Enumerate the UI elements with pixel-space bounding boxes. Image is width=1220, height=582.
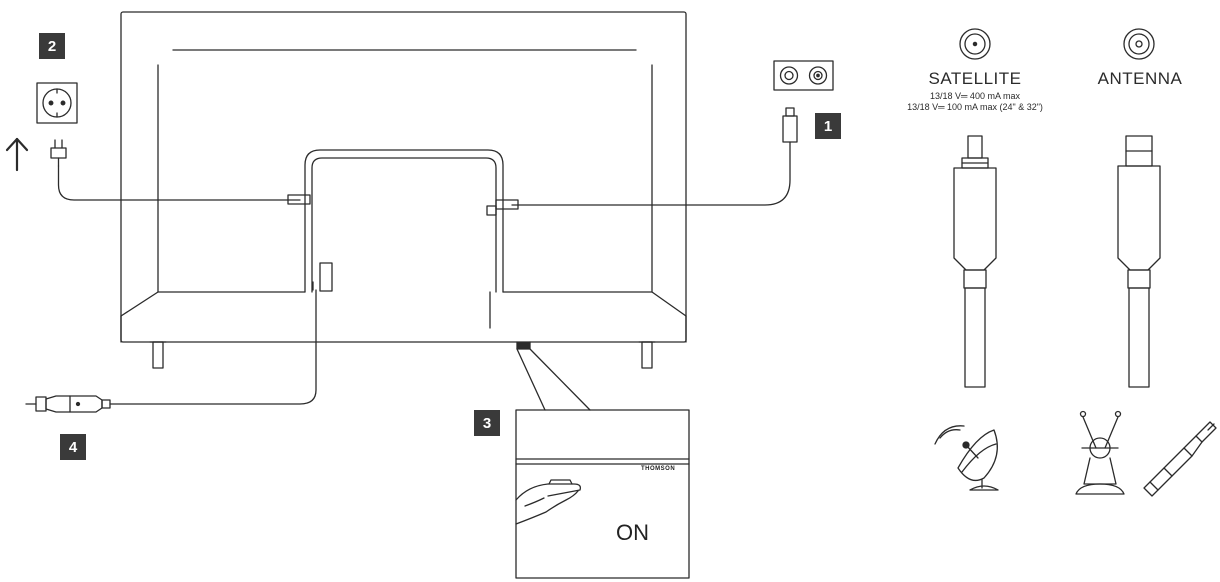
- antenna-plug-icon: [1117, 135, 1161, 388]
- power-cable: [57, 165, 301, 201]
- satellite-socket-icon: [959, 28, 991, 60]
- zoom-callout: [515, 348, 690, 579]
- coax-plug-icon: [511, 107, 798, 206]
- satellite-dish-icon: [934, 425, 999, 491]
- power-on-label: ON: [616, 520, 649, 545]
- step-badge-1: 1: [815, 113, 841, 139]
- antenna-socket-icon: [1123, 28, 1155, 60]
- satellite-f-plug-icon: [953, 135, 997, 388]
- arrow-up-icon: [5, 137, 29, 172]
- car-adapter-icon: [25, 395, 111, 413]
- step-badge-3: 3: [474, 410, 500, 436]
- power-plug-icon: [50, 139, 67, 167]
- antenna-connector: [495, 199, 519, 210]
- satellite-label: SATELLITE: [928, 69, 1022, 88]
- step-badge-2: 2: [39, 33, 65, 59]
- antenna-port: [486, 205, 497, 216]
- antenna-label: ANTENNA: [1097, 69, 1183, 88]
- adapter-cable: [109, 281, 317, 405]
- side-port: [319, 262, 333, 292]
- tv-back: [120, 11, 687, 369]
- power-connector: [287, 194, 311, 205]
- step-badge-4: 4: [60, 434, 86, 460]
- satellite-spec-2: 13/18 V═ 100 mA max (24" & 32"): [907, 102, 1043, 112]
- antenna-icon: [1075, 410, 1125, 495]
- brand-logo: THOMSON: [641, 466, 676, 472]
- coax-cable-icon: [1143, 421, 1217, 497]
- satellite-spec-1: 13/18 V═ 400 mA max: [930, 91, 1020, 101]
- wall-socket-icon: [36, 82, 78, 124]
- coax-socket-icon: [773, 60, 834, 91]
